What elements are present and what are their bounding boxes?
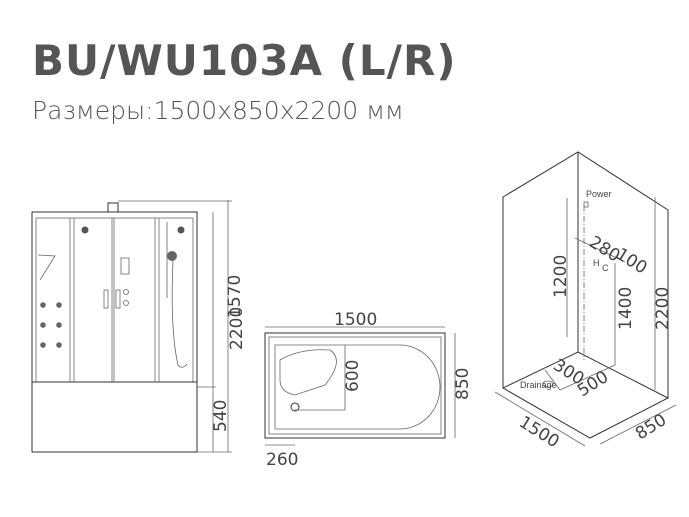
drainage-label: Drainage (520, 380, 557, 390)
dim-1200: 1200 (551, 255, 571, 298)
dim-260: 260 (266, 450, 298, 470)
product-title: BU/WU103A (L/R) (32, 36, 457, 85)
dim-600: 600 (343, 360, 363, 392)
iso-view: Power H C Drainage 280 100 1200 1400 220… (494, 151, 677, 452)
top-view: 1500 850 600 260 (264, 310, 473, 470)
cold-label: C (602, 263, 609, 273)
light-icon (81, 226, 89, 234)
power-label: Power (586, 189, 612, 199)
dim-850-iso: 850 (632, 410, 670, 444)
dim-1570: 1570 (225, 275, 245, 318)
dim-540: 540 (211, 400, 231, 432)
dim-2200: 2200 (227, 307, 247, 350)
massage-jets (40, 302, 62, 348)
dim-850: 850 (453, 368, 473, 400)
light-icon (177, 226, 185, 234)
front-view: 1570 2200 540 (31, 200, 247, 453)
control-panel (120, 257, 130, 275)
hot-label: H (593, 258, 600, 268)
dim-2200-iso: 2200 (653, 287, 673, 330)
dim-1500: 1500 (334, 310, 377, 330)
drain-icon (290, 402, 300, 412)
dim-1400: 1400 (616, 287, 636, 330)
shower-head-icon (167, 251, 177, 261)
product-dimensions: Размеры:1500x850x2200 мм (32, 96, 404, 125)
